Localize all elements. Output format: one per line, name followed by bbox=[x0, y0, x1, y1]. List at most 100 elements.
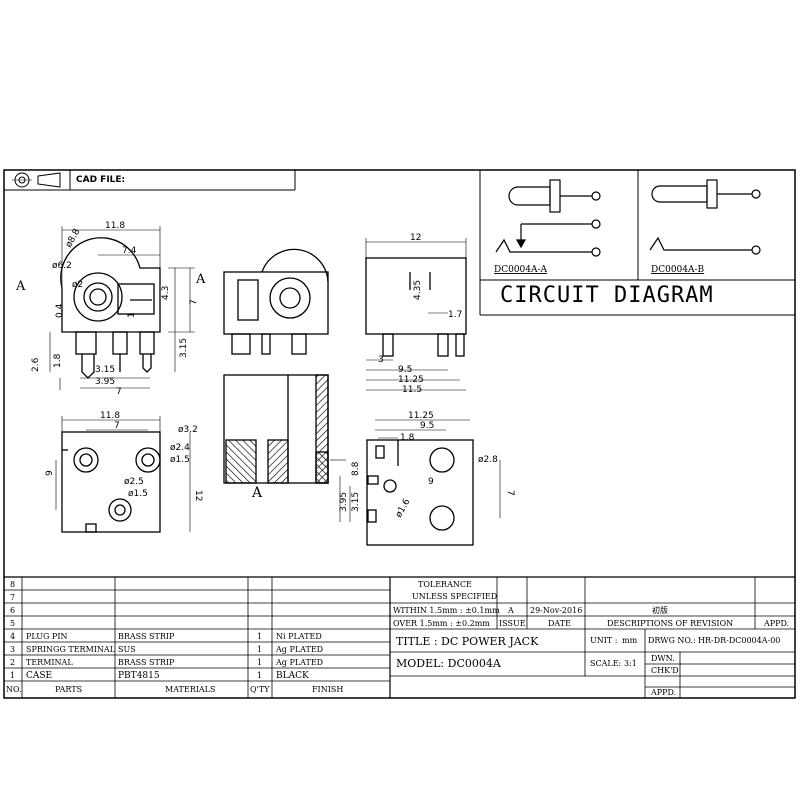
bom-rows: 4 PLUG PIN BRASS STRIP 1 Ni PLATED 3 SPR… bbox=[6, 632, 343, 694]
dim-label: 7 bbox=[114, 421, 120, 431]
bom-qty: 1 bbox=[257, 645, 262, 654]
sheet-border bbox=[3, 169, 796, 699]
header-materials: MATERIALS bbox=[165, 685, 215, 694]
dim-label: 7.4 bbox=[122, 246, 137, 256]
header-finish: FINISH bbox=[312, 685, 343, 694]
bom-part: SPRINGG TERMINAL bbox=[26, 645, 116, 654]
bom-part: CASE bbox=[26, 671, 52, 681]
dwg-label: DRWG NO.: bbox=[648, 636, 696, 645]
bom-finish: Ni PLATED bbox=[276, 632, 322, 641]
bottom-dim-labels: 11.8 7 ø3.2 ø2.4 ø1.5 9 ø2.5 ø1.5 12 bbox=[45, 411, 203, 501]
revision-desc-label: DESCRIPTIONS OF REVISION bbox=[607, 619, 733, 628]
bom-no: 4 bbox=[10, 632, 15, 641]
revision-description: 初版 bbox=[652, 605, 668, 615]
bom-no: 1 bbox=[10, 671, 15, 680]
dim-label: 4.35 bbox=[413, 280, 423, 300]
dim-label: 0.4 bbox=[55, 303, 65, 318]
projection-symbol-icon bbox=[12, 172, 61, 188]
section-marker-right: A bbox=[195, 272, 206, 287]
bom-part: PLUG PIN bbox=[26, 632, 67, 641]
dwn-label: DWN. bbox=[651, 654, 675, 663]
bom-no: 2 bbox=[10, 658, 15, 667]
bom-qty: 1 bbox=[257, 658, 262, 667]
dim-label: 8.8 bbox=[351, 461, 361, 476]
variant-b-label: DC0004A-B bbox=[651, 265, 705, 275]
dim-label: ø2 bbox=[72, 280, 83, 290]
dim-label: 1.8 bbox=[400, 433, 415, 443]
chkd-label: CHK'D bbox=[651, 666, 679, 675]
dim-label: ø1.6 bbox=[394, 497, 413, 519]
bom-material: PBT4815 bbox=[118, 671, 160, 681]
dim-label: 7 bbox=[189, 299, 199, 305]
dim-label: 1 bbox=[127, 312, 137, 318]
section-marker-left: A bbox=[15, 279, 26, 294]
appd-sign-label: APPD. bbox=[650, 688, 676, 697]
dim-label: 3 bbox=[378, 355, 384, 365]
pcb-dimensions bbox=[330, 419, 501, 522]
table-row: 4 PLUG PIN BRASS STRIP 1 Ni PLATED bbox=[10, 632, 322, 641]
dim-label: 9 bbox=[45, 470, 55, 476]
dim-label: 9.5 bbox=[398, 365, 412, 375]
dim-label: ø2.4 bbox=[170, 443, 190, 453]
issue-value: A bbox=[507, 606, 514, 615]
pcb-layout bbox=[366, 439, 474, 546]
bottom-dimensions bbox=[55, 416, 191, 532]
bom-material: SUS bbox=[118, 645, 136, 654]
bom-material: BRASS STRIP bbox=[118, 632, 175, 641]
header-qty: Q'TY bbox=[250, 685, 270, 694]
cad-header bbox=[4, 170, 296, 191]
dim-label: ø8.8 bbox=[64, 227, 83, 249]
dim-label: ø1.5 bbox=[128, 489, 148, 499]
row-number: 7 bbox=[10, 593, 15, 602]
appd-label: APPD. bbox=[763, 619, 789, 628]
front-dim-labels: 11.8 7.4 ø8.8 ø6.2 ø2 4.3 7 0.4 1 3.15 2… bbox=[31, 221, 199, 397]
schematic-b bbox=[649, 179, 761, 255]
table-row: 3 SPRINGG TERMINAL SUS 1 Ag PLATED bbox=[10, 645, 323, 654]
dim-label: 11.25 bbox=[408, 411, 434, 421]
tolerance-block: TOLERANCE UNLESS SPECIFIED WITHIN 1.5mm … bbox=[393, 580, 789, 628]
dim-label: ø6.2 bbox=[52, 261, 72, 271]
dim-label: 4.3 bbox=[161, 286, 171, 300]
bom-part: TERMINAL bbox=[26, 658, 73, 667]
tolerance-subtitle: UNLESS SPECIFIED bbox=[412, 592, 497, 601]
bom-header: NO. PARTS MATERIALS Q'TY FINISH bbox=[6, 685, 343, 694]
dim-label: 12 bbox=[410, 233, 421, 243]
schematic-a bbox=[495, 179, 601, 257]
dim-label: ø3.2 bbox=[178, 425, 198, 435]
dim-label: 3.15 bbox=[351, 492, 361, 512]
dim-label: 11.25 bbox=[398, 375, 424, 385]
dim-label: 1.8 bbox=[53, 353, 63, 368]
scale-value: 3:1 bbox=[624, 659, 637, 668]
row-number: 5 bbox=[10, 619, 15, 628]
row-number: 8 bbox=[10, 580, 15, 589]
date-value: 29-Nov-2016 bbox=[530, 606, 582, 615]
dim-label: 9 bbox=[428, 477, 434, 487]
dim-label: 2.6 bbox=[31, 357, 41, 372]
dim-label: 3.15 bbox=[95, 365, 115, 375]
dim-label: 11.8 bbox=[100, 411, 120, 421]
circuit-panel bbox=[479, 170, 795, 316]
right-dim-labels: 12 4.35 1.7 3 9.5 11.25 11.5 bbox=[378, 233, 462, 395]
unit-label: UNIT : bbox=[590, 636, 617, 645]
dim-label: 9.5 bbox=[420, 421, 434, 431]
table-row: 2 TERMINAL BRASS STRIP 1 Ag PLATED bbox=[10, 658, 323, 667]
scale-label: SCALE: bbox=[590, 659, 621, 668]
pcb-dim-labels: 11.25 9.5 1.8 ø2.8 8.8 9 7 3.95 3.15 ø1.… bbox=[339, 411, 515, 520]
issue-label: ISSUE bbox=[499, 619, 526, 628]
dim-label: ø2.5 bbox=[124, 477, 144, 487]
dim-label: 7 bbox=[505, 490, 515, 496]
header-parts: PARTS bbox=[55, 685, 82, 694]
bom-qty: 1 bbox=[257, 632, 262, 641]
bom-finish: Ag PLATED bbox=[275, 645, 323, 654]
dim-label: 3.15 bbox=[179, 338, 189, 358]
dim-label: 3.95 bbox=[339, 492, 349, 512]
dim-label: 1.7 bbox=[448, 310, 462, 320]
cad-file-label: CAD FILE: bbox=[76, 175, 126, 185]
dim-label: ø1.5 bbox=[170, 455, 190, 465]
dim-label: 7 bbox=[116, 387, 122, 397]
dim-label: 3.95 bbox=[95, 377, 115, 387]
bom-finish: Ag PLATED bbox=[275, 658, 323, 667]
bom-finish: BLACK bbox=[276, 671, 309, 681]
dim-label: 12 bbox=[193, 490, 203, 501]
tolerance-row2: OVER 1.5mm : ±0.2mm bbox=[393, 619, 490, 628]
